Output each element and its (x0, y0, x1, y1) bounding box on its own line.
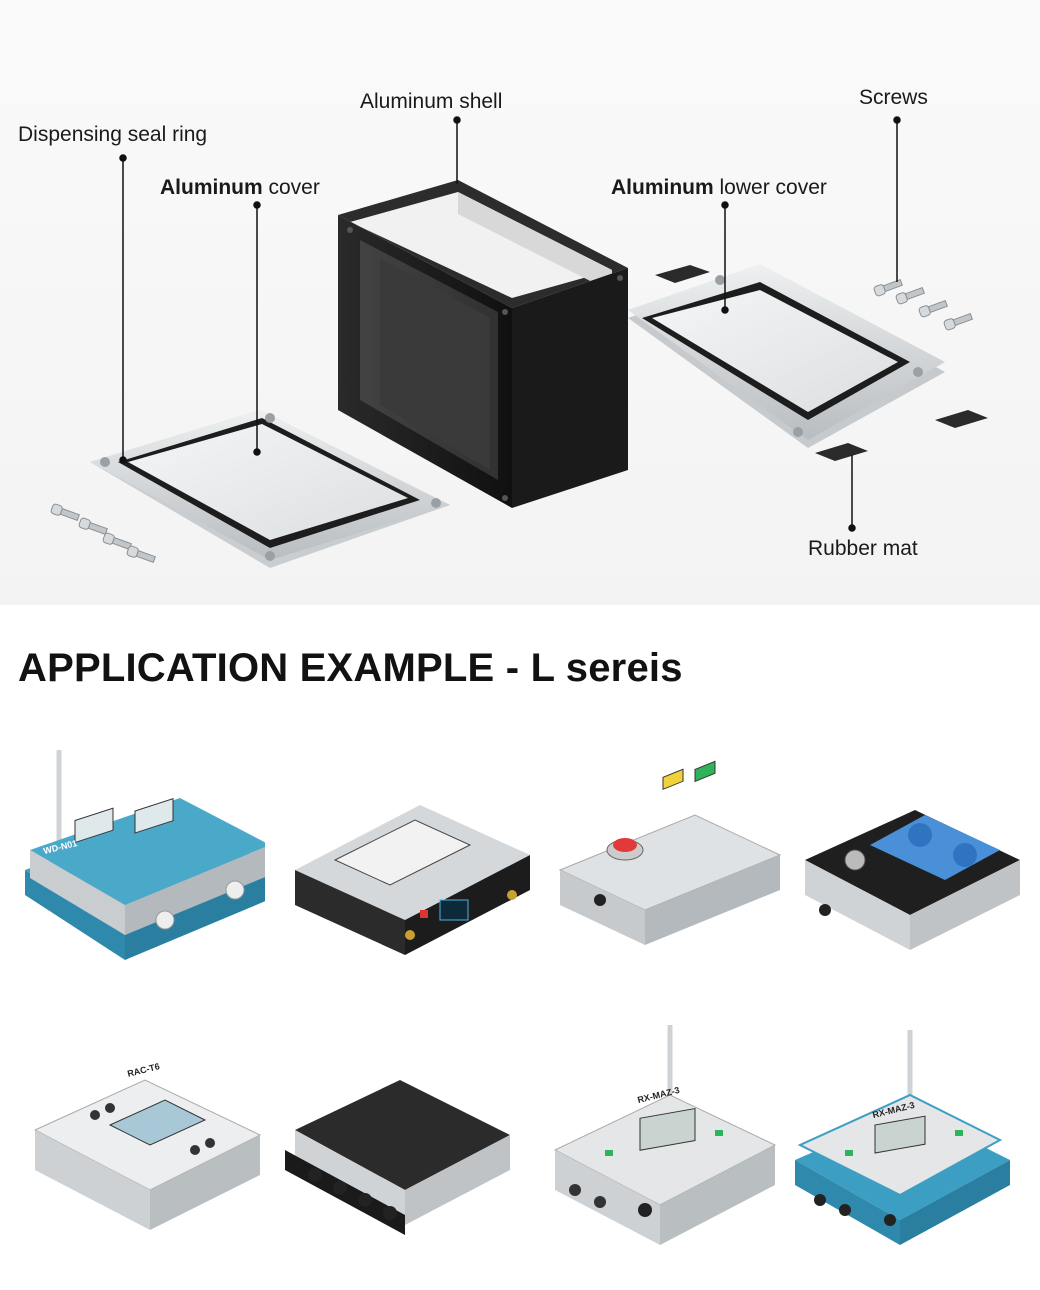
example-wd-n01: WD-N01 (15, 720, 265, 970)
example-rx-maz-3-silver: RX-MAZ-3 (545, 1010, 795, 1260)
screws-right (873, 278, 973, 331)
example-rx-maz-3-blue: RX-MAZ-3 (790, 1010, 1040, 1260)
exploded-view-diagram (50, 116, 988, 568)
callout-aluminum-cover-rest: cover (262, 176, 320, 199)
application-examples-grid: WD-N01 (0, 720, 1040, 1290)
example-rac-t6: RAC-T6 (15, 1010, 265, 1260)
aluminum-shell (338, 180, 628, 508)
callout-rubber-mat: Rubber mat (808, 537, 918, 560)
callout-aluminum-lower-cover-rest: lower cover (713, 176, 827, 199)
leader-lines (119, 116, 901, 532)
callout-aluminum-lower-cover-bold: Aluminum (611, 176, 714, 199)
section-heading: APPLICATION EXAMPLE - L sereis (18, 646, 683, 690)
example-socket-box (795, 720, 1040, 970)
callout-screws: Screws (859, 86, 928, 109)
callout-dispensing-seal-ring: Dispensing seal ring (18, 123, 208, 146)
rubber-mats (655, 265, 988, 461)
callout-aluminum-lower-cover: Aluminum lower cover (611, 176, 827, 200)
example-black-junction-box (280, 1010, 530, 1260)
exploded-view-panel: Dispensing seal ring Aluminum cover Alum… (0, 0, 1040, 605)
example-button-station (545, 720, 795, 970)
aluminum-cover (90, 410, 450, 568)
callout-aluminum-cover: Aluminum cover (160, 176, 320, 200)
aluminum-lower-cover (628, 264, 945, 448)
example-rf-box (280, 720, 530, 970)
callout-aluminum-cover-bold: Aluminum (160, 176, 263, 199)
callout-aluminum-shell: Aluminum shell (360, 90, 503, 113)
screws-left (50, 503, 156, 564)
